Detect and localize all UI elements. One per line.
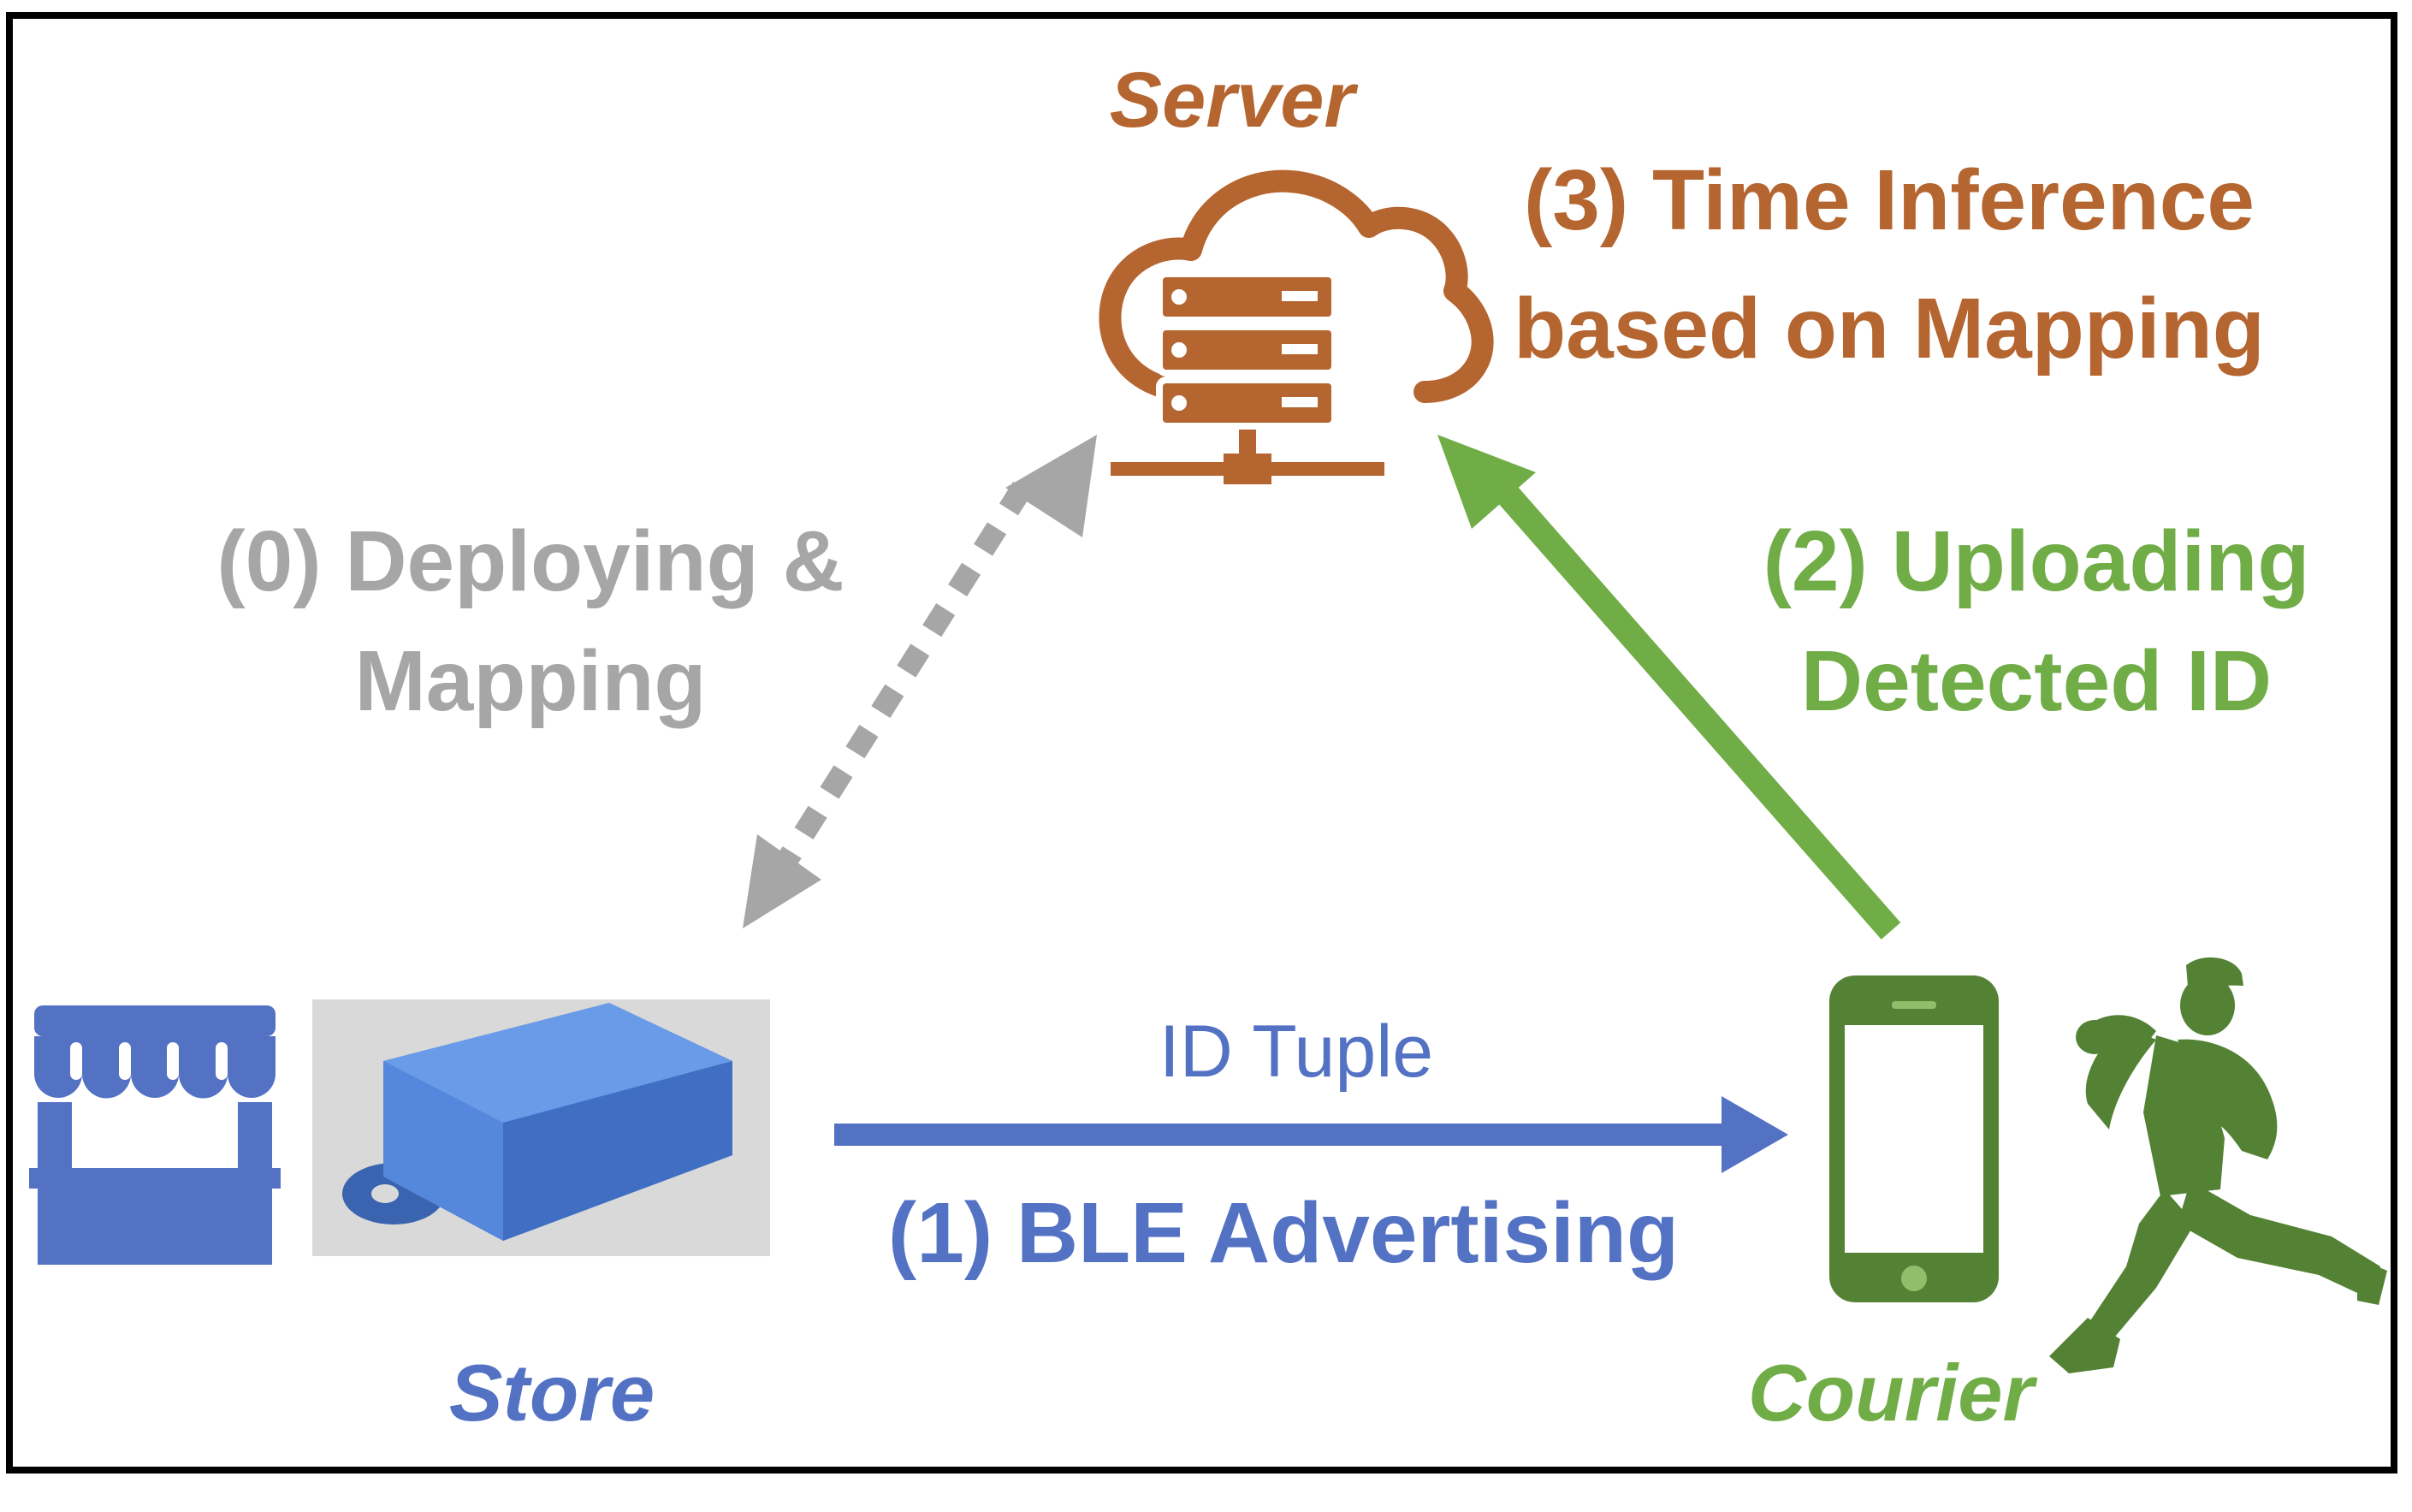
- inference-label-line1: (3) Time Inference: [1524, 152, 2255, 248]
- server-label: Server: [1110, 56, 1359, 144]
- storefront-icon: [29, 1005, 281, 1265]
- deploying-label-line1: (0) Deploying &: [216, 513, 844, 609]
- cloud-server-icon: [1099, 169, 1494, 484]
- diagram-border: [6, 12, 2397, 1473]
- id-tuple-label: ID Tuple: [1159, 1011, 1433, 1093]
- ble-arrow: [834, 1096, 1788, 1173]
- upload-label-line2: Detected ID: [1801, 633, 2272, 729]
- courier-label: Courier: [1748, 1348, 2038, 1438]
- ble-beacon-device-icon: [312, 999, 770, 1256]
- smartphone-icon: [1829, 975, 1999, 1302]
- running-courier-icon: [2049, 957, 2387, 1373]
- upload-label-line1: (2) Uploading: [1763, 513, 2310, 609]
- ble-advertising-label: (1) BLE Advertising: [888, 1185, 1679, 1281]
- store-label: Store: [449, 1348, 655, 1438]
- deploy-mapping-arrow: [743, 435, 1097, 928]
- deploying-label-line2: Mapping: [354, 633, 706, 729]
- inference-label-line2: based on Mapping: [1514, 281, 2265, 377]
- upload-arrow: [1437, 435, 1901, 940]
- store-awning-stripes: [70, 1042, 228, 1080]
